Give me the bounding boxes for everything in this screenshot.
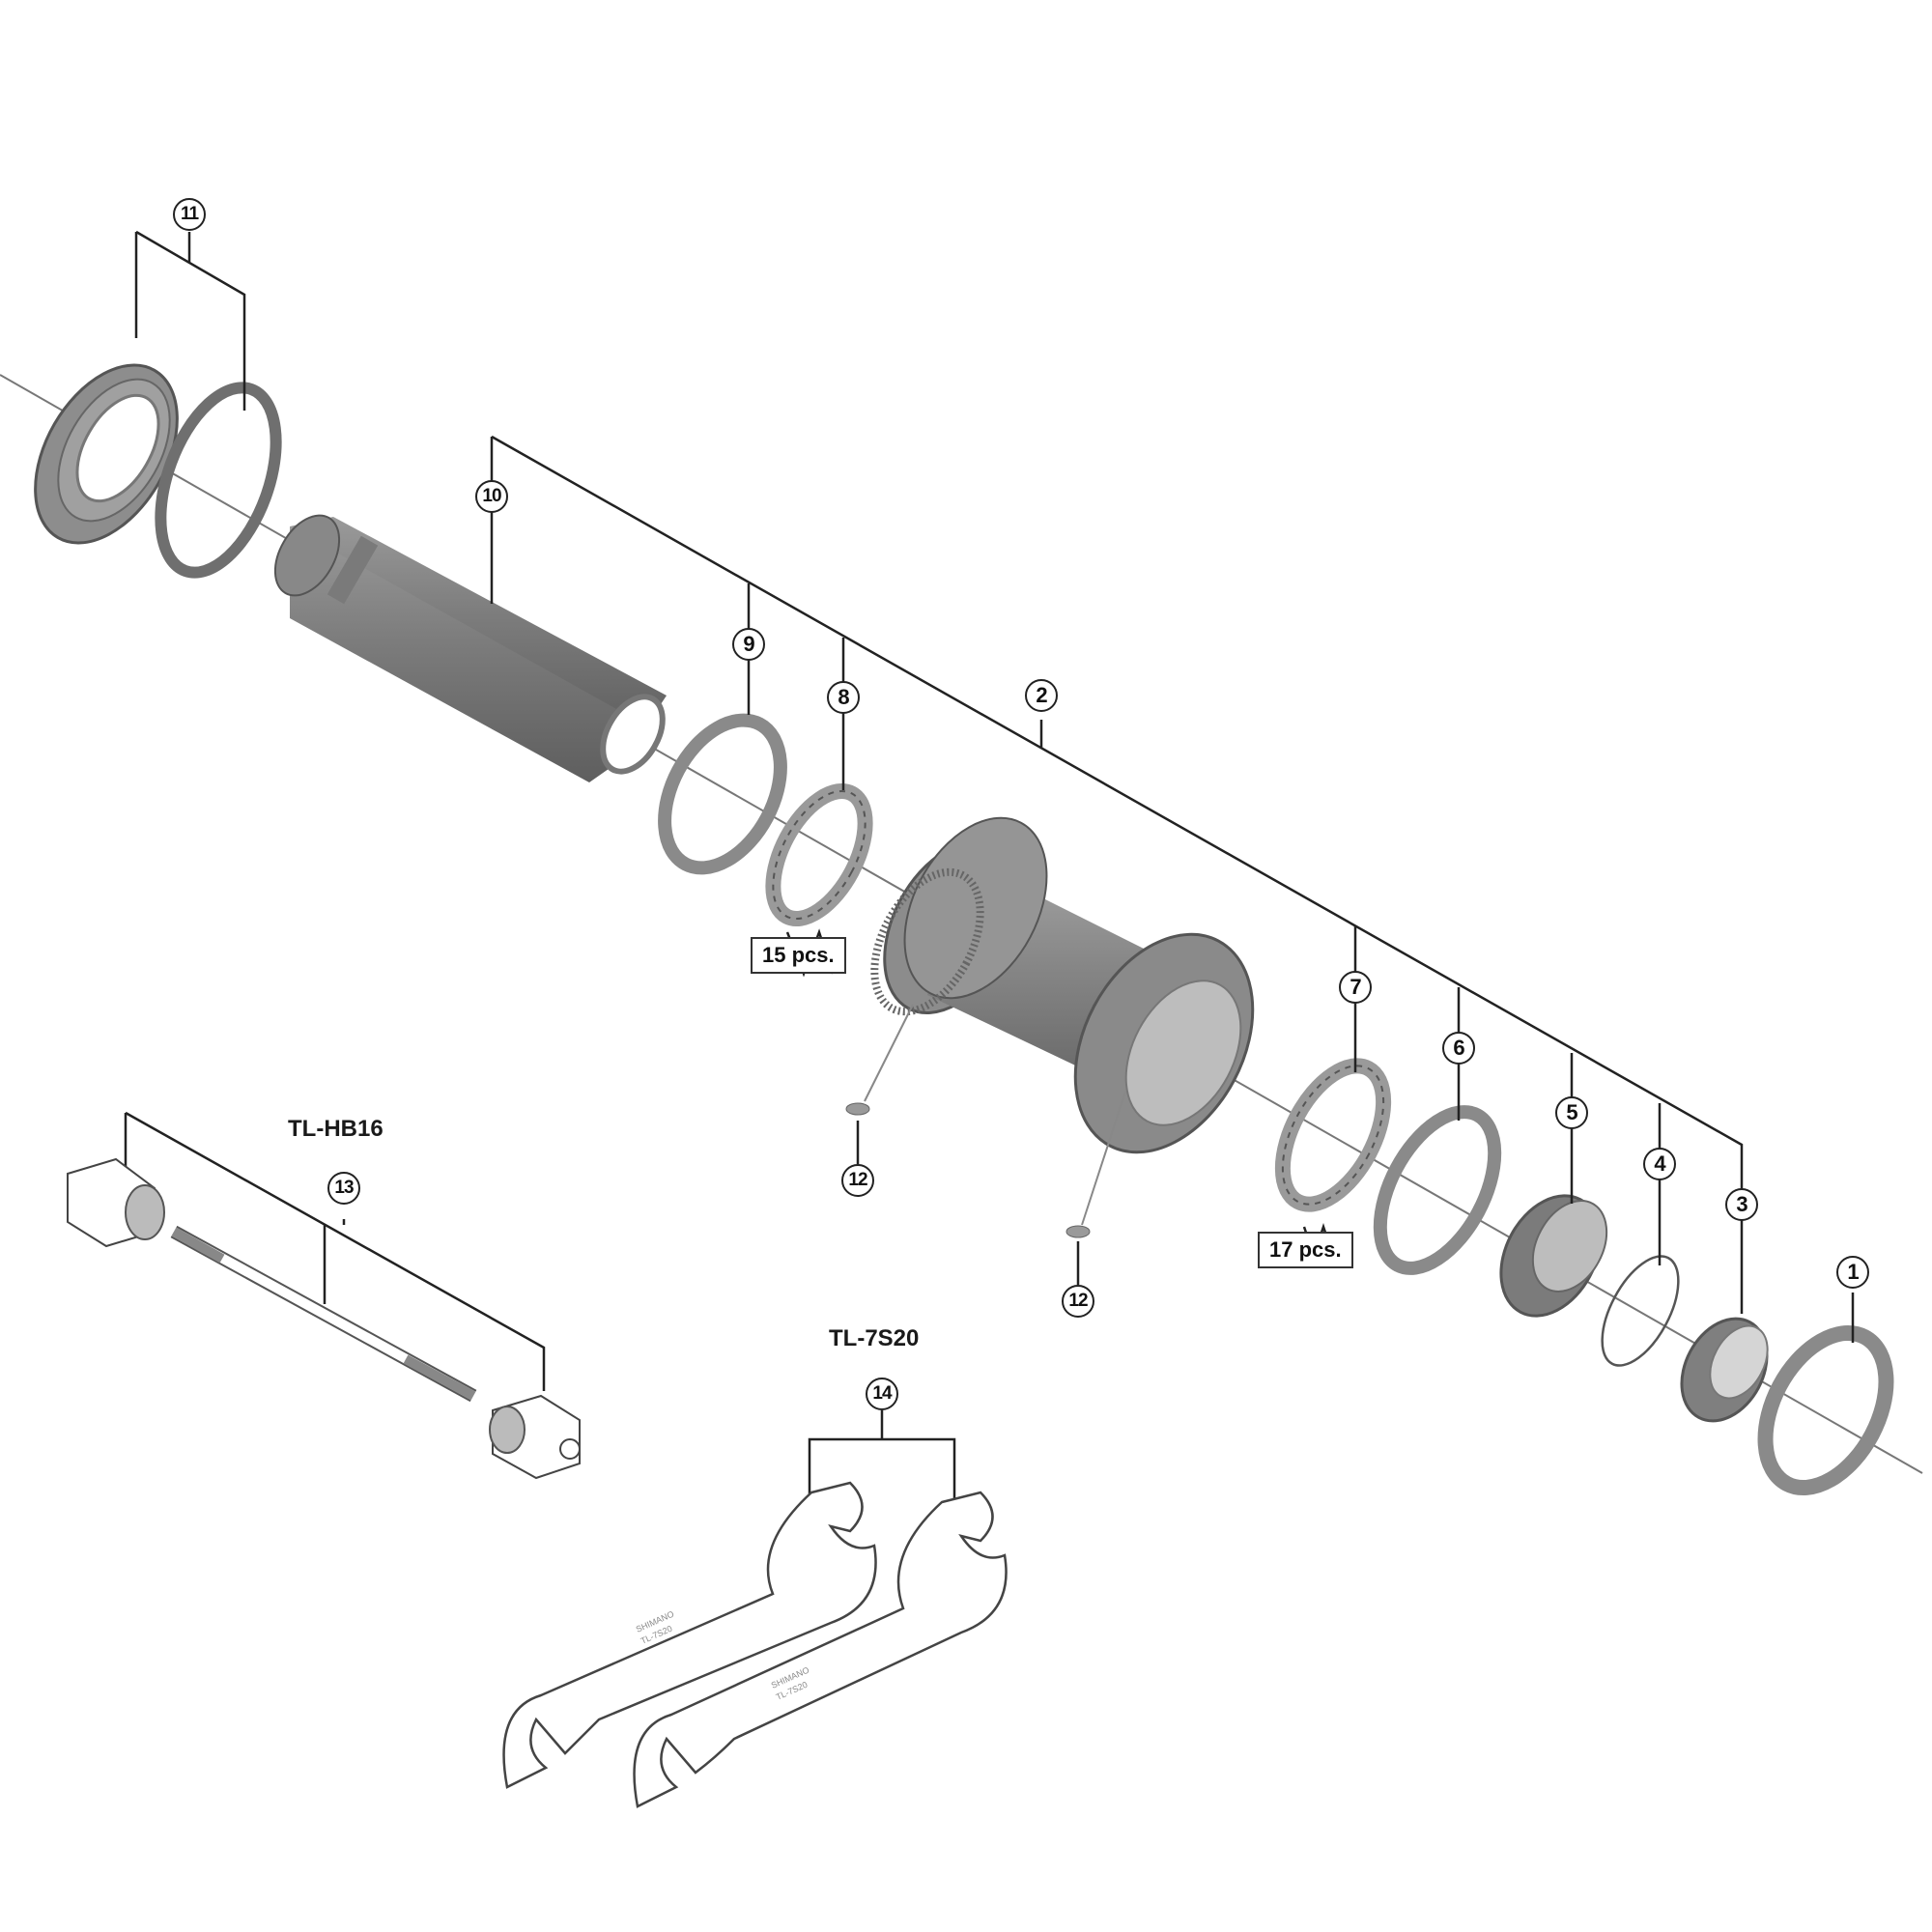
part-12-pins — [845, 1004, 1126, 1238]
callout-1: 1 — [1836, 1256, 1869, 1289]
callout-2: 2 — [1025, 679, 1058, 712]
part-10-axle — [273, 514, 667, 782]
callout-9: 9 — [732, 628, 765, 661]
callout-13: 13 — [327, 1172, 360, 1205]
tool-label-7s20: TL-7S20 — [829, 1325, 920, 1351]
part-4-oring — [1601, 1255, 1680, 1367]
tool-7s20-wrenches: SHIMANO TL-7S20 SHIMANO TL-7S20 — [502, 1481, 1008, 1808]
callout-11: 11 — [173, 198, 206, 231]
qty-label-bearing-7: 17 pcs. — [1258, 1232, 1353, 1268]
callout-4: 4 — [1643, 1148, 1676, 1180]
callout-6: 6 — [1442, 1032, 1475, 1065]
callout-7: 7 — [1339, 971, 1372, 1004]
part-6-seal — [1373, 1105, 1502, 1275]
part-11-lockring — [34, 363, 179, 545]
callout-3: 3 — [1725, 1188, 1758, 1221]
part-11-spacer — [155, 382, 282, 579]
part-5-cone — [1499, 1194, 1608, 1318]
part-2-hub-body — [870, 816, 1255, 1154]
tool-hb16 — [67, 1157, 581, 1480]
part-9-seal — [658, 713, 787, 875]
tool-label-hb16: TL-HB16 — [288, 1116, 384, 1142]
callout-5: 5 — [1555, 1096, 1588, 1129]
callout-12-right: 12 — [1062, 1285, 1094, 1318]
callout-14: 14 — [866, 1378, 898, 1410]
part-8-bearing — [765, 782, 873, 927]
part-3-locknut — [1680, 1317, 1769, 1423]
part-1-endcap — [1757, 1324, 1894, 1496]
qty-label-bearing-8: 15 pcs. — [751, 937, 846, 974]
callout-10: 10 — [475, 480, 508, 513]
part-7-bearing — [1274, 1058, 1392, 1212]
callout-8: 8 — [827, 681, 860, 714]
callout-12-left: 12 — [841, 1164, 874, 1197]
